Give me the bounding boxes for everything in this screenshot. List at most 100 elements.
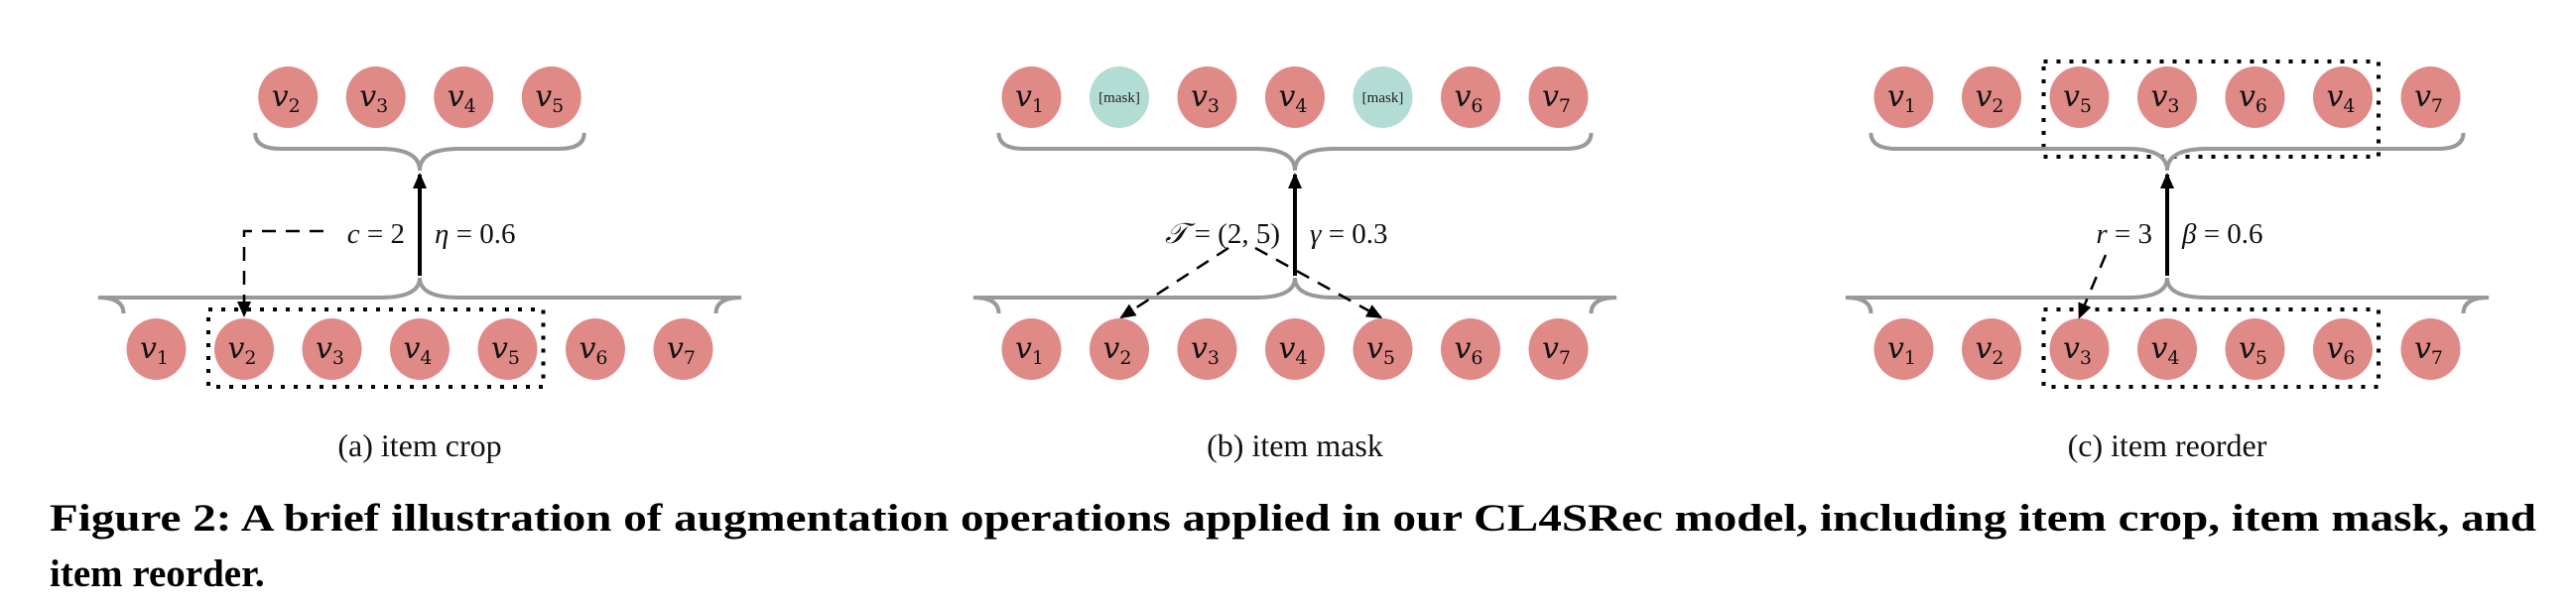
- augmented-item: v6: [1441, 66, 1500, 128]
- original-sequence: v1 v2 v3 v4 v5 v6 v7: [1001, 318, 1589, 380]
- output-brace: [996, 132, 1594, 172]
- item-label: v7: [1542, 331, 1571, 369]
- output-brace: [253, 132, 586, 172]
- augmented-item: [mask]: [1352, 66, 1413, 128]
- original-item: v1: [1001, 318, 1062, 380]
- item-circle: [1001, 318, 1062, 380]
- item-label: v6: [1454, 79, 1482, 117]
- augmented-item: v4: [1265, 66, 1325, 128]
- item-label: v2: [1975, 79, 2003, 117]
- input-brace: [972, 277, 1617, 314]
- ratio-label: γ = 0.3: [1310, 218, 1388, 250]
- caption-line-1: Figure 2: A brief illustration of augmen…: [50, 497, 2536, 540]
- ratio-label: β = 0.6: [2181, 218, 2263, 250]
- augmented-item: v3: [1177, 66, 1237, 128]
- item-label: v2: [1102, 331, 1131, 369]
- augmented-item: v2: [258, 66, 319, 128]
- item-circle: [345, 66, 406, 128]
- augmented-item: v7: [1528, 66, 1589, 128]
- item-circle: [1528, 318, 1589, 380]
- panel-mask: v1 [mask] v3 v4 [mask] v6 v7 v1 v2 v3 v4 v5 v6 v7 γ = …: [972, 66, 1617, 463]
- augmented-item: v1: [1001, 66, 1062, 128]
- item-circle: [2313, 318, 2373, 380]
- augmented-item: v4: [2313, 66, 2373, 128]
- item-circle: [2137, 66, 2197, 128]
- original-item: v1: [126, 318, 187, 380]
- item-label: v7: [1542, 79, 1571, 117]
- original-item: v6: [2313, 318, 2373, 380]
- item-circle: [2313, 66, 2373, 128]
- item-circle: [653, 318, 713, 380]
- augmented-item: [mask]: [1090, 66, 1149, 128]
- item-circle: [1265, 318, 1325, 380]
- augmented-sequence: v1 v2 v5 v3 v6 v4 v7: [1873, 66, 2461, 128]
- item-circle: [1441, 66, 1500, 128]
- augmented-item: v5: [521, 66, 581, 128]
- mask-label: [mask]: [1362, 90, 1404, 106]
- item-label: v6: [2326, 331, 2355, 369]
- original-item: v7: [1528, 318, 1589, 380]
- item-label: v4: [1278, 331, 1307, 369]
- item-circle: [1001, 66, 1062, 128]
- item-circle: [1962, 318, 2021, 380]
- mask-label: [mask]: [1098, 90, 1140, 106]
- original-item: v2: [1962, 318, 2021, 380]
- crop-start-pointer: [237, 229, 323, 317]
- item-label: v4: [1278, 79, 1307, 117]
- item-label: v2: [227, 331, 256, 369]
- original-item: v7: [653, 318, 713, 380]
- original-item: v5: [1352, 318, 1413, 380]
- augmented-item: v7: [2400, 66, 2461, 128]
- subcaption-crop: (a) item crop: [337, 427, 501, 463]
- item-label: v4: [2150, 331, 2179, 369]
- item-label: v3: [2150, 79, 2179, 117]
- item-label: v1: [140, 331, 169, 369]
- item-circle: [1177, 318, 1237, 380]
- item-label: v5: [491, 331, 520, 369]
- item-circle: [1441, 318, 1500, 380]
- item-label: v2: [272, 79, 301, 117]
- item-label: v1: [1015, 331, 1044, 369]
- input-brace: [1845, 277, 2490, 314]
- item-label: v1: [1015, 79, 1044, 117]
- item-label: v5: [535, 79, 564, 117]
- item-circle: [258, 66, 319, 128]
- item-label: v6: [1454, 331, 1482, 369]
- item-circle: [2400, 318, 2461, 380]
- original-item: v4: [390, 318, 450, 380]
- item-label: v3: [2063, 331, 2092, 369]
- item-circle: [1962, 66, 2021, 128]
- output-brace: [1868, 132, 2466, 172]
- augmented-item: v1: [1873, 66, 1934, 128]
- item-circle: [1090, 318, 1149, 380]
- item-circle: [390, 318, 450, 380]
- item-label: v2: [1975, 331, 2003, 369]
- item-label: v3: [1191, 79, 1220, 117]
- augmented-item: v2: [1962, 66, 2021, 128]
- operation-label: r = 3: [2096, 218, 2152, 250]
- item-label: v3: [359, 79, 388, 117]
- item-label: v6: [2239, 79, 2267, 117]
- item-label: v1: [1887, 331, 1916, 369]
- item-circle: [1873, 318, 1934, 380]
- item-label: v4: [2326, 79, 2355, 117]
- original-item: v5: [477, 318, 538, 380]
- augmented-item: v3: [2137, 66, 2197, 128]
- item-circle: [434, 66, 494, 128]
- item-label: v5: [2063, 79, 2092, 117]
- item-label: v3: [1191, 331, 1220, 369]
- item-circle: [2400, 66, 2461, 128]
- item-label: v5: [1366, 331, 1395, 369]
- original-item: v4: [2137, 318, 2197, 380]
- operation-label: c = 2: [347, 218, 405, 250]
- item-circle: [566, 318, 625, 380]
- original-item: v1: [1873, 318, 1934, 380]
- original-item: v3: [302, 318, 362, 380]
- item-label: v1: [1887, 79, 1916, 117]
